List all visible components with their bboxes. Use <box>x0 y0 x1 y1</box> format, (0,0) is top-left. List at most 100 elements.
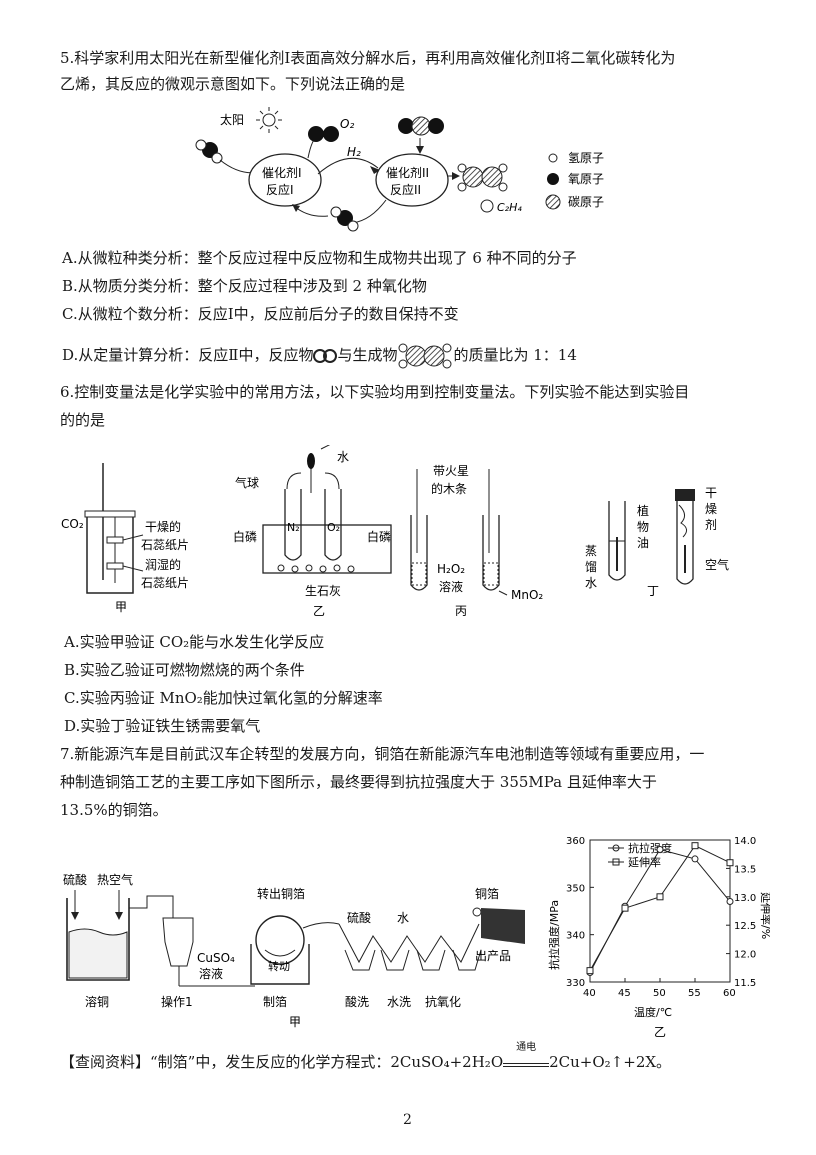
jia-wet1: 润湿的 <box>145 557 181 572</box>
chart-ylabel-right: 延伸率/% <box>759 892 770 939</box>
ding-oil-1: 植 <box>637 503 649 518</box>
q5-stem-line1: 5.科学家利用太阳光在新型催化剂Ⅰ表面高效分解水后，再利用高效催化剂Ⅱ将二氧化碳… <box>60 49 676 67</box>
y-left-tick-label: 340 <box>566 931 585 942</box>
ding-water-2: 馏 <box>585 560 597 574</box>
y-left-tick-label: 360 <box>566 836 585 847</box>
condition-label: 通电 <box>516 1042 537 1053</box>
legend-elongation: 延伸率 <box>628 855 661 869</box>
q7-info: 【查阅资料】“制箔”中，发生反应的化学方程式：2CuSO₄+2H₂O 通电 2Cu+… <box>60 1043 672 1072</box>
q7-stem-line3: 13.5%的铜箔。 <box>60 801 168 819</box>
ding-air: 空气 <box>705 557 729 572</box>
sun-icon <box>256 107 282 133</box>
elongation-point <box>726 859 734 867</box>
sun-label: 太阳 <box>220 112 244 127</box>
q6-option-a: A.实验甲验证 CO₂能与水发生化学反应 <box>64 633 325 651</box>
q5-option-d-pre: D.从定量计算分析：反应Ⅱ中，反应物 <box>62 346 314 364</box>
q5-stem-line2: 乙烯，其反应的微观示意图如下。下列说法正确的是 <box>60 75 406 93</box>
ding-desiccant-1: 干 <box>705 486 717 500</box>
apparatus-ding: 干 燥 剂 植 物 油 蒸 馏 水 空气 丁 <box>585 486 729 598</box>
jia-co2: CO₂ <box>61 517 84 531</box>
yi-p-left: 白磷 <box>233 529 257 544</box>
apparatus-bing: 带火星 的木条 H₂O₂ 溶液 MnO₂ 丙 <box>410 464 543 618</box>
q5-option-d: D.从定量计算分析：反应Ⅱ中，反应物与生成物的质量比为 1：14 <box>62 342 577 370</box>
apparatus-yi: 气球 水 N₂ O₂ 白磷 白磷 生石灰 乙 <box>233 445 392 618</box>
process-name: 甲 <box>289 1015 301 1029</box>
process-acid: 硫酸 <box>63 872 87 887</box>
legend-hydrogen: 氢原子 <box>568 150 604 165</box>
q5-reaction-diagram: 太阳 催化剂I 反应I O₂ H₂ 催化剂II 反应II <box>195 107 604 232</box>
ding-water-1: 蒸 <box>585 544 597 558</box>
ding-water-3: 水 <box>585 576 597 590</box>
apparatus-jia: CO₂ 干燥的 石蕊纸片 润湿的 石蕊纸片 甲 <box>61 463 189 614</box>
q6-apparatus-figure: CO₂ 干燥的 石蕊纸片 润湿的 石蕊纸片 甲 气球 水 N₂ O₂ 白磷 白磷… <box>61 445 729 618</box>
step-acid-wash: 酸洗 <box>345 994 369 1009</box>
process-cuso4: CuSO₄ <box>197 951 235 965</box>
elongation-point <box>656 893 664 901</box>
tensile-point <box>691 855 699 863</box>
q5-option-d-mid: 与生成物 <box>337 346 398 364</box>
catalyst2-label: 催化剂II <box>386 165 429 180</box>
jia-name: 甲 <box>115 600 127 614</box>
catalyst1-ellipse <box>248 153 322 207</box>
c2h4-note: C₂H₄ <box>497 201 522 214</box>
co2-molecule-icon <box>398 116 444 136</box>
yi-balloon: 气球 <box>235 475 259 490</box>
q7-info-post: 2Cu+O₂↑+2X。 <box>549 1053 672 1071</box>
y-left-tick-label: 350 <box>566 883 585 894</box>
oxygen-molecule-icon <box>308 126 339 142</box>
yi-name: 乙 <box>313 604 325 618</box>
yi-p-right: 白磷 <box>367 529 391 544</box>
h2-label: H₂ <box>347 145 361 159</box>
q6-stem-line2: 的的是 <box>60 411 106 429</box>
q6-option-b: B.实验乙验证可燃物燃烧的两个条件 <box>64 661 305 679</box>
ding-desiccant-3: 剂 <box>705 517 717 532</box>
chart-legend: 抗拉强度 延伸率 <box>608 841 672 869</box>
elongation-point <box>691 842 699 850</box>
y-right-tick-label: 13.5 <box>734 864 756 875</box>
q6-option-d: D.实验丁验证铁生锈需要氧气 <box>64 717 261 735</box>
legend-tensile: 抗拉强度 <box>628 841 672 855</box>
ding-name: 丁 <box>647 584 659 598</box>
water-molecule-icon <box>195 139 223 164</box>
q7-stem-line2: 种制造铜箔工艺的主要工序如下图所示，最终要得到抗拉强度大于 355MPa 且延伸… <box>60 773 657 791</box>
y-right-tick-label: 12.5 <box>734 921 756 932</box>
o2-label: O₂ <box>340 117 354 131</box>
q5-option-c: C.从微粒个数分析：反应Ⅰ中，反应前后分子的数目保持不变 <box>62 305 459 323</box>
q6-stem-line1: 6.控制变量法是化学实验中的常用方法，以下实验均用到控制变量法。下列实验不能达到… <box>60 383 690 401</box>
atom-legend: 氢原子 氧原子 碳原子 <box>545 150 604 210</box>
chart-ylabel-left: 抗拉强度/MPa <box>547 900 561 970</box>
process-rotate: 转动 <box>268 959 290 973</box>
q7-process-figure: 硫酸 热空气 CuSO₄ 溶液 转出铜箔 转动 硫酸 水 铜箔 出产品 溶铜 操… <box>63 872 525 1029</box>
chart-series <box>586 842 734 977</box>
yi-o2: O₂ <box>327 521 340 534</box>
q5-option-b: B.从物质分类分析：整个反应过程中涉及到 2 种氧化物 <box>62 277 427 295</box>
y-right-tick-label: 13.0 <box>734 893 756 904</box>
bing-name: 丙 <box>455 604 467 618</box>
legend-carbon: 碳原子 <box>568 195 604 209</box>
bing-h2o2-1: H₂O₂ <box>437 562 465 576</box>
elongation-point <box>621 904 629 912</box>
x-tick-label: 60 <box>723 988 736 999</box>
y-right-tick-label: 11.5 <box>734 978 756 989</box>
process-hot-air: 热空气 <box>97 872 133 887</box>
process-foil: 铜箔 <box>475 886 499 901</box>
process-water-reagent: 水 <box>397 911 409 925</box>
x-tick-label: 50 <box>653 988 666 999</box>
elongation-point <box>586 967 594 975</box>
jia-dry2: 石蕊纸片 <box>141 538 189 552</box>
chart-name: 乙 <box>654 1025 666 1039</box>
process-product: 出产品 <box>475 949 511 963</box>
electrolysis-condition: 通电 <box>503 1043 550 1067</box>
x-tick-label: 55 <box>688 988 701 999</box>
y-right-tick-label: 12.0 <box>734 950 756 961</box>
bing-splint1: 带火星 <box>433 464 469 478</box>
tensile-point <box>726 898 734 906</box>
q7-info-text: 【查阅资料】“制箔”中，发生反应的化学方程式：2CuSO₄+2H₂O <box>60 1053 504 1071</box>
bing-h2o2-2: 溶液 <box>439 579 463 594</box>
ding-oil-2: 物 <box>637 520 649 534</box>
process-out-foil: 转出铜箔 <box>257 886 305 901</box>
catalyst1-label: 催化剂I <box>262 165 302 180</box>
reaction1-label: 反应I <box>266 182 294 197</box>
step-anti-oxidation: 抗氧化 <box>425 994 461 1009</box>
